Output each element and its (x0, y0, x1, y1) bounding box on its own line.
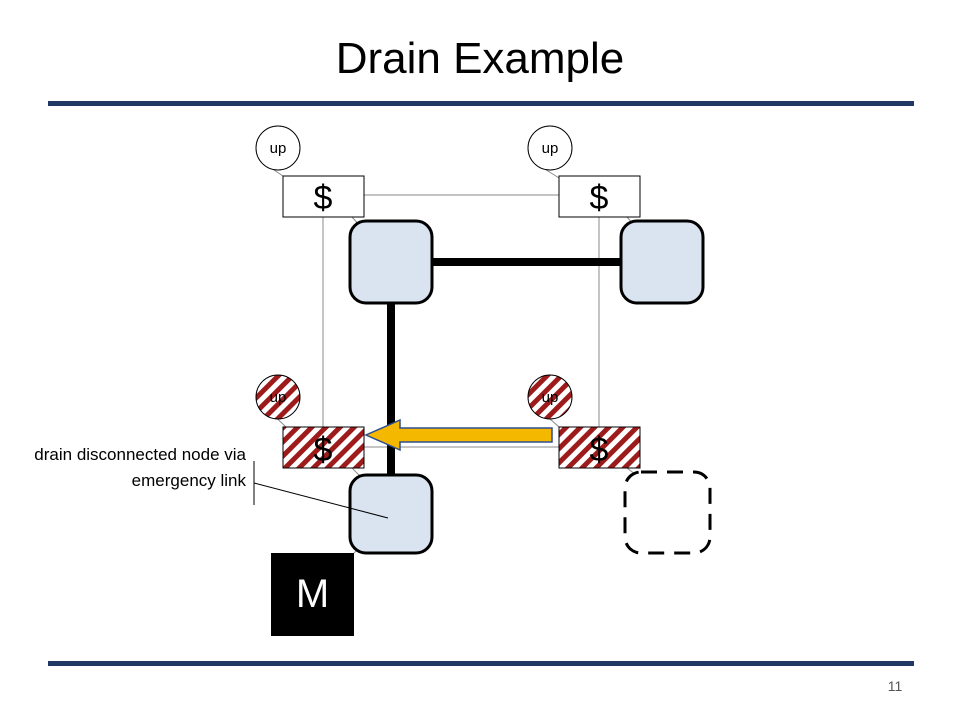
top-rule (48, 101, 914, 106)
up-label-bottom-right: up (542, 389, 559, 406)
memory-box: M (271, 553, 354, 636)
cache-box-bottom-left-failed: $ (282, 426, 365, 469)
up-label-top-left: up (270, 140, 287, 157)
callout-leader (253, 482, 389, 519)
cache-label-bottom-left: $ (314, 431, 333, 469)
node-top-left (348, 219, 434, 305)
cache-box-top-left: $ (282, 175, 365, 218)
thin-connectors (267, 165, 641, 554)
cache-label-top-right: $ (590, 179, 609, 217)
cache-box-top-right: $ (558, 175, 641, 218)
slide-title: Drain Example (335, 34, 625, 83)
up-label-bottom-left: up (270, 389, 287, 406)
up-circle-top-left: up (255, 125, 301, 171)
page-number: 11 (887, 678, 903, 694)
node-bottom-left (348, 473, 434, 555)
bottom-rule (48, 661, 914, 666)
cache-box-bottom-right-failed: $ (558, 426, 641, 469)
up-circle-top-right: up (527, 125, 573, 171)
up-circle-bottom-right-failed: up (527, 374, 573, 420)
callout-text: drain disconnected node via emergency li… (34, 445, 246, 490)
up-label-top-right: up (542, 140, 559, 157)
drain-arrow (364, 418, 553, 452)
node-top-right (619, 219, 705, 305)
cache-label-bottom-right: $ (590, 431, 609, 469)
cache-label-top-left: $ (314, 179, 333, 217)
up-circle-bottom-left-failed: up (255, 374, 301, 420)
node-bottom-right-missing (623, 470, 712, 555)
